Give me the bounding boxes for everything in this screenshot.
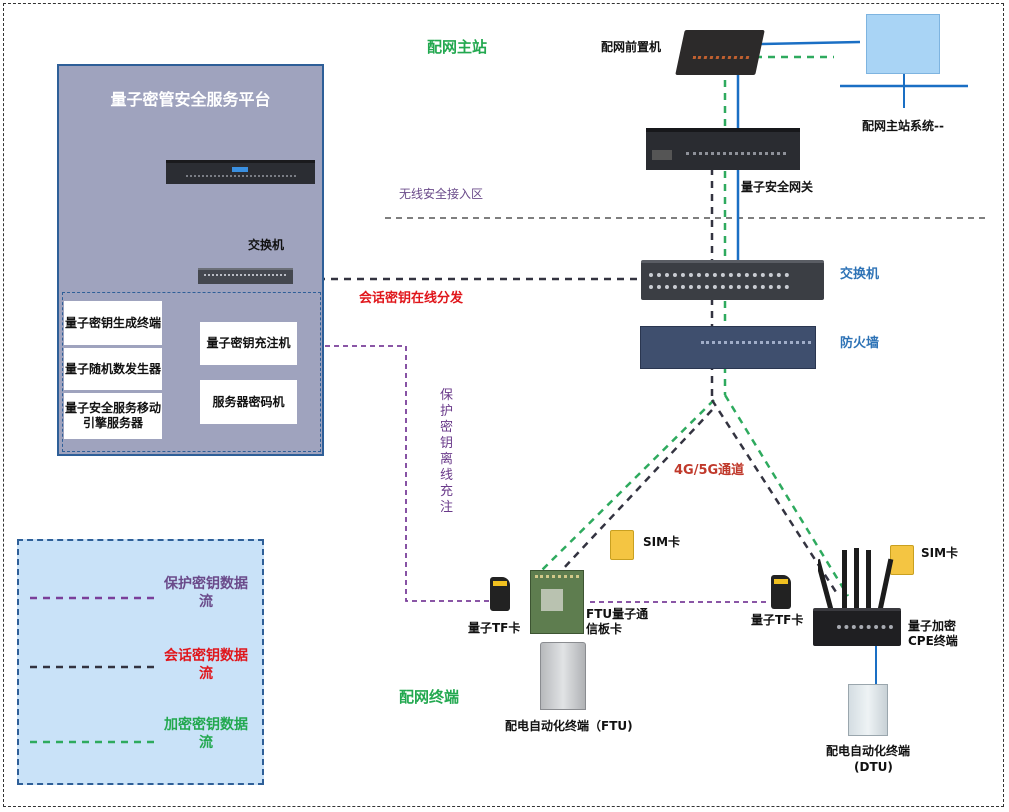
legend-panel — [17, 539, 264, 785]
ftu-card-label: FTU量子通信板卡 — [586, 607, 649, 636]
zone-main-station: 配网主站 — [427, 38, 488, 56]
link-frontend-master — [759, 40, 861, 46]
legend-swatches — [30, 596, 156, 744]
session-dist-label: 会话密钥在线分发 — [359, 291, 464, 306]
master-system-monitor — [866, 14, 940, 74]
legend-encrypt-label: 加密密钥数据流 — [164, 717, 248, 751]
platform-module-box — [62, 292, 321, 452]
protect-flow — [298, 345, 490, 602]
sim-1-label: SIM卡 — [643, 535, 681, 549]
cpe-antennas — [818, 548, 894, 610]
cpe-label: 量子加密CPE终端 — [908, 619, 958, 648]
zone-wireless: 无线安全接入区 — [399, 187, 484, 201]
ftu-label: 配电自动化终端（FTU) — [505, 719, 633, 733]
platform-server — [166, 160, 315, 184]
quantum-gateway — [646, 128, 800, 170]
cpe-terminal — [813, 608, 901, 646]
outer-frame — [3, 3, 1004, 807]
dtu-code-label: (DTU) — [854, 760, 893, 774]
gateway-label: 量子安全网关 — [741, 180, 814, 194]
tf-card-icon — [771, 575, 791, 609]
channel-label: 4G/5G通道 — [674, 463, 745, 478]
ftu-board-card — [530, 570, 584, 634]
legend-protect-label: 保护密钥数据流 — [164, 576, 248, 610]
encrypt-flow-cpe — [723, 394, 850, 597]
tf-1-label: 量子TF卡 — [468, 621, 521, 635]
encrypt-flow-ftu — [539, 399, 715, 573]
dtu-device — [848, 684, 888, 736]
tf-card-icon — [490, 577, 510, 611]
session-flow-ftu — [561, 409, 713, 571]
master-system-label: 配网主站系统-- — [862, 119, 944, 133]
legend-session-label: 会话密钥数据流 — [164, 648, 248, 682]
main-switch-label: 交换机 — [840, 267, 880, 282]
zone-terminal: 配网终端 — [399, 688, 460, 706]
server-crypto-machine: 服务器密码机 — [200, 380, 297, 424]
platform-switch — [198, 268, 293, 284]
ftu-cabinet — [540, 642, 586, 710]
platform-title: 量子密管安全服务平台 — [110, 90, 271, 109]
mobile-engine-server: 量子安全服务移动引擎服务器 — [64, 393, 162, 439]
sim-card-icon — [610, 530, 634, 560]
main-switch — [641, 260, 824, 300]
qkd-terminal: 量子密钥生成终端 — [64, 301, 162, 345]
firewall-label: 防火墙 — [840, 336, 880, 351]
qrng-generator: 量子随机数发生器 — [64, 348, 162, 390]
key-charger: 量子密钥充注机 — [200, 322, 297, 365]
offline-charge-label: 保护密钥离线充注 — [440, 388, 454, 515]
front-end-machine — [675, 30, 765, 75]
platform-switch-label: 交换机 — [248, 238, 285, 252]
tf-2-label: 量子TF卡 — [751, 613, 804, 627]
sim-2-label: SIM卡 — [921, 546, 959, 560]
front-end-label: 配网前置机 — [601, 40, 662, 54]
dtu-label: 配电自动化终端 — [826, 744, 911, 758]
firewall — [640, 326, 816, 369]
